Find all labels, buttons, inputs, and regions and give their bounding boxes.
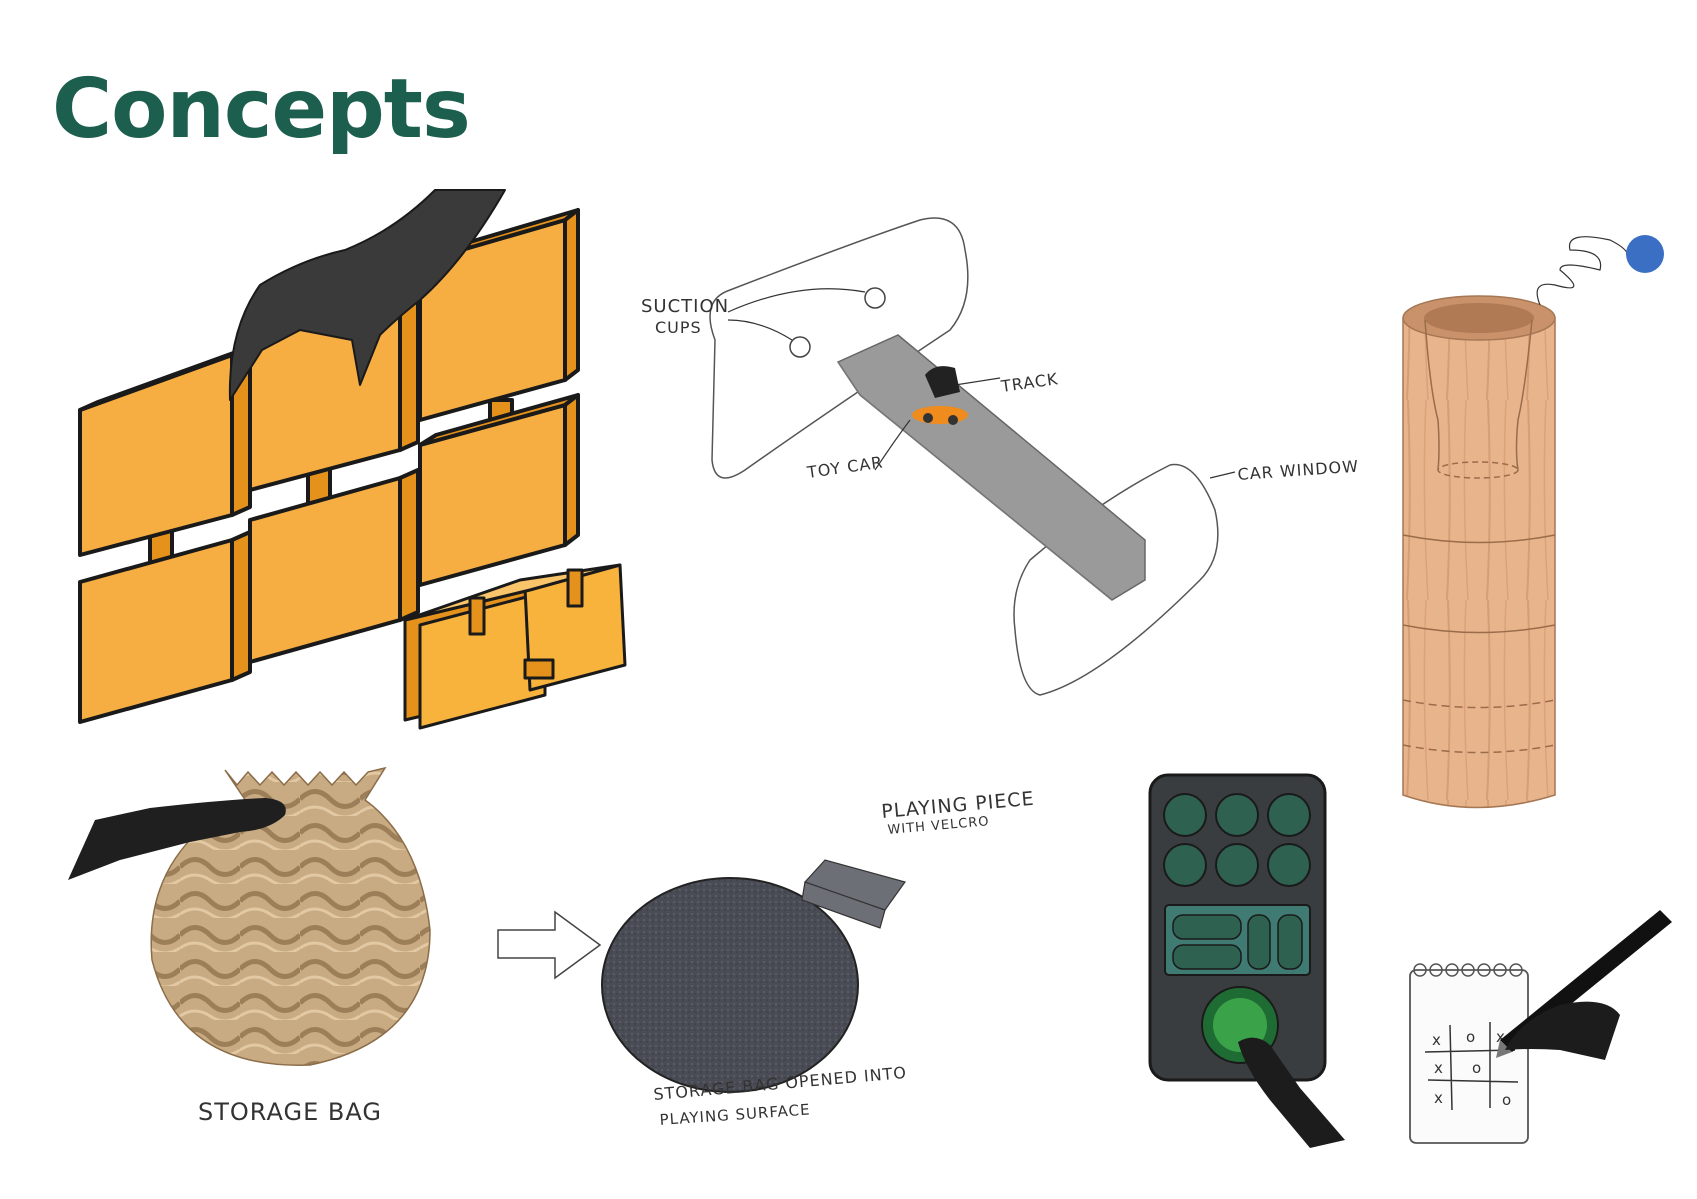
label-suction-cups-2: CUPS (655, 318, 702, 337)
svg-text:o: o (1502, 1091, 1511, 1109)
label-car-window: CAR WINDOW (1237, 457, 1360, 484)
hand-icon (228, 189, 506, 401)
ball-icon (1626, 235, 1664, 273)
cup-and-ball-concept (1402, 235, 1664, 809)
svg-text:o: o (1466, 1028, 1475, 1046)
label-track: TRACK (999, 369, 1060, 396)
hand-icon (68, 798, 286, 880)
svg-text:x: x (1496, 1028, 1505, 1046)
hand-icon (1505, 1001, 1620, 1060)
svg-text:x: x (1432, 1031, 1441, 1049)
svg-text:x: x (1434, 1059, 1443, 1077)
svg-text:o: o (1472, 1059, 1481, 1077)
page-title: Concepts (52, 62, 471, 157)
toy-car-icon (912, 366, 968, 425)
tile-puzzle-concept (78, 189, 627, 730)
label-suction-cups-1: SUCTION (641, 296, 729, 317)
label-storage-opened-2: PLAYING SURFACE (659, 1100, 811, 1129)
hand-icon (1238, 1037, 1345, 1148)
rope-storage-bag-concept: STORAGE BAG (68, 766, 431, 1126)
electronic-game-concept (1148, 773, 1345, 1148)
felt-playing-surface-concept: PLAYING PIECE WITH VELCRO STORAGE BAG OP… (601, 788, 1035, 1129)
label-storage-bag: STORAGE BAG (198, 1098, 382, 1126)
playing-piece-icon (801, 859, 906, 929)
label-toy-car: TOY CAR (805, 452, 884, 482)
suction-track-concept: SUCTION CUPS TRACK TOY CAR CAR WINDOW (641, 217, 1360, 696)
svg-text:x: x (1434, 1089, 1443, 1107)
arrow-right-icon (497, 910, 602, 980)
